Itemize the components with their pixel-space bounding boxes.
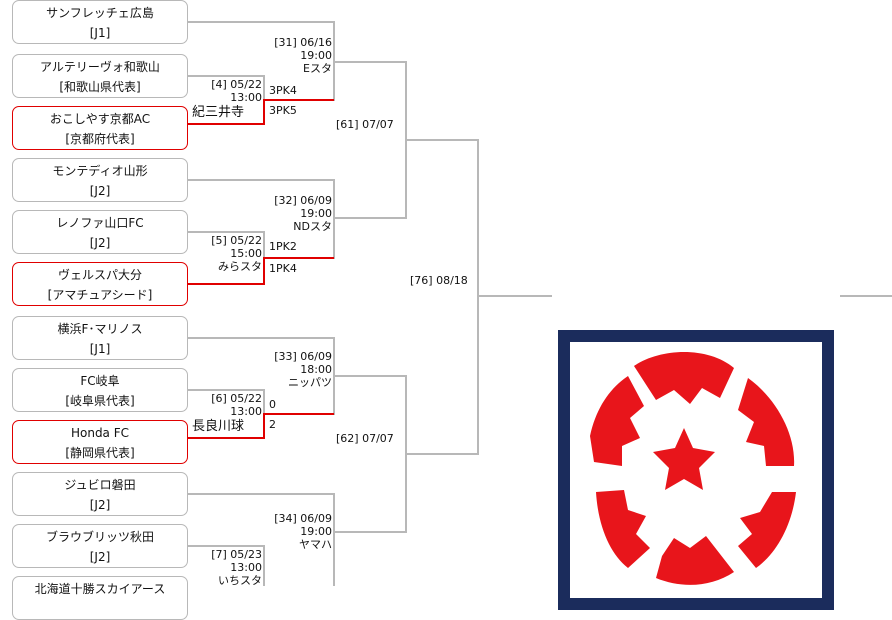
match-number-date: [32] 06/09	[274, 194, 332, 207]
team-category: [J1]	[89, 342, 111, 356]
match-score-bottom: 2	[269, 418, 276, 431]
team-slot[interactable]: 北海道十勝スカイアース	[12, 576, 188, 620]
match-venue: ニッパツ	[288, 376, 332, 389]
match-time: 15:00	[230, 247, 262, 260]
team-slot-winner[interactable]: Honda FC [静岡県代表]	[12, 420, 188, 464]
team-category: [京都府代表]	[65, 132, 135, 146]
match-venue: NDスタ	[293, 220, 332, 233]
team-slot-winner[interactable]: おこしやす京都AC [京都府代表]	[12, 106, 188, 150]
match-score-top: 0	[269, 398, 276, 411]
team-category: [J2]	[89, 184, 111, 198]
team-category: [J2]	[89, 236, 111, 250]
match-number-date[interactable]: [61] 07/07	[336, 118, 394, 131]
team-name: 横浜F･マリノス	[57, 322, 143, 336]
match-score-top: 3PK4	[269, 84, 297, 97]
match-number-date: [7] 05/23	[211, 548, 262, 561]
match-number-date[interactable]: [76] 08/18	[410, 274, 468, 287]
match-venue: Eスタ	[303, 62, 332, 75]
team-name: FC岐阜	[80, 374, 120, 388]
team-slot[interactable]: ジュビロ磐田 [J2]	[12, 472, 188, 516]
match-score-bottom: 1PK4	[269, 262, 297, 275]
match-number-date: [33] 06/09	[274, 350, 332, 363]
match-score-bottom: 3PK5	[269, 104, 297, 117]
team-slot[interactable]: FC岐阜 [岐阜県代表]	[12, 368, 188, 412]
team-name: レノファ山口FC	[56, 216, 144, 230]
team-name: モンテディオ山形	[52, 164, 148, 178]
team-name: ブラウブリッツ秋田	[45, 530, 154, 544]
match-time: 13:00	[230, 561, 262, 574]
team-slot[interactable]: レノファ山口FC [J2]	[12, 210, 188, 254]
team-name: おこしやす京都AC	[49, 112, 151, 126]
match-time: 19:00	[300, 525, 332, 538]
match-info[interactable]: [4] 05/22 13:00	[190, 78, 262, 104]
match-venue: みらスタ	[218, 260, 262, 273]
team-slot-winner[interactable]: ヴェルスパ大分 [アマチュアシード]	[12, 262, 188, 306]
team-name: サンフレッチェ広島	[46, 6, 154, 20]
team-name: アルテリーヴォ和歌山	[40, 60, 160, 74]
team-name: 北海道十勝スカイアース	[34, 582, 166, 596]
emblem-background	[570, 342, 822, 598]
match-number-date: [5] 05/22	[211, 234, 262, 247]
match-time: 19:00	[300, 49, 332, 62]
match-info[interactable]: [31] 06/16 19:00 Eスタ	[256, 36, 332, 75]
emperors-cup-emblem	[558, 330, 834, 610]
match-number-date: [4] 05/22	[211, 78, 262, 91]
team-category: [岐阜県代表]	[65, 394, 135, 408]
team-name: ヴェルスパ大分	[57, 268, 142, 282]
match-time: 13:00	[230, 91, 262, 104]
team-slot[interactable]: ブラウブリッツ秋田 [J2]	[12, 524, 188, 568]
match-venue: いちスタ	[218, 574, 262, 587]
sakura-ball-emblem-icon	[590, 352, 796, 585]
team-category: [J1]	[89, 26, 111, 40]
match-venue: 紀三井寺	[192, 105, 245, 120]
match-time: 19:00	[300, 207, 332, 220]
team-category: [和歌山県代表]	[59, 80, 141, 94]
team-name: Honda FC	[70, 426, 130, 440]
team-slot[interactable]: サンフレッチェ広島 [J1]	[12, 0, 188, 44]
team-category: [J2]	[89, 498, 111, 512]
team-slot[interactable]: モンテディオ山形 [J2]	[12, 158, 188, 202]
match-number-date: [34] 06/09	[274, 512, 332, 525]
team-category: [J2]	[89, 550, 111, 564]
match-info[interactable]: [6] 05/22 13:00	[190, 392, 262, 418]
team-category: [静岡県代表]	[65, 446, 135, 460]
team-slot[interactable]: アルテリーヴォ和歌山 [和歌山県代表]	[12, 54, 188, 98]
match-info[interactable]: [5] 05/22 15:00 みらスタ	[190, 234, 262, 273]
match-info[interactable]: [34] 06/09 19:00 ヤマハ	[256, 512, 332, 551]
match-info[interactable]: [32] 06/09 19:00 NDスタ	[256, 194, 332, 233]
match-time: 13:00	[230, 405, 262, 418]
match-number-date: [31] 06/16	[274, 36, 332, 49]
match-venue: ヤマハ	[299, 538, 332, 551]
match-info[interactable]: [7] 05/23 13:00 いちスタ	[190, 548, 262, 587]
team-slot[interactable]: 横浜F･マリノス [J1]	[12, 316, 188, 360]
match-venue: 長良川球	[192, 419, 245, 434]
match-score-top: 1PK2	[269, 240, 297, 253]
team-category: [アマチュアシード]	[47, 288, 153, 302]
team-name: ジュビロ磐田	[64, 478, 136, 492]
match-time: 18:00	[300, 363, 332, 376]
match-number-date: [6] 05/22	[211, 392, 262, 405]
match-number-date[interactable]: [62] 07/07	[336, 432, 394, 445]
match-info[interactable]: [33] 06/09 18:00 ニッパツ	[256, 350, 332, 389]
bracket-lines	[188, 21, 892, 586]
